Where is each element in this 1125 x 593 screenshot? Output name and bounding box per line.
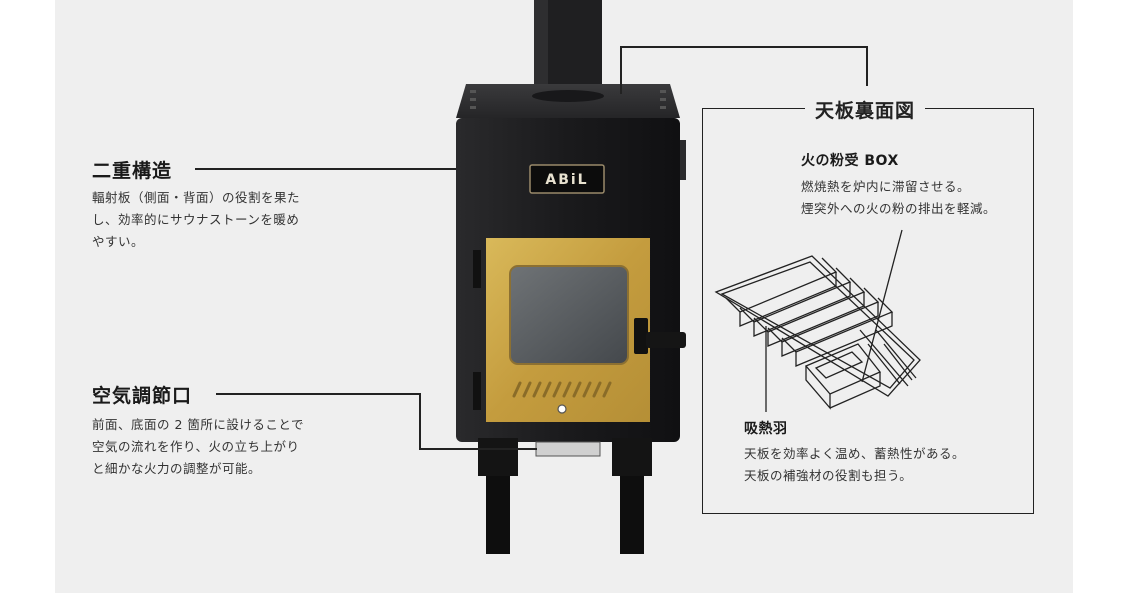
air-control-title: 空気調節口 bbox=[92, 385, 193, 407]
leader-top-view-down bbox=[866, 46, 868, 86]
top-plate-underside-drawing bbox=[714, 255, 921, 410]
air-control-text: 前面、底面の 2 箇所に設けることで 空気の流れを作り、火の立ち上がり と細かな… bbox=[92, 414, 304, 480]
door-latch bbox=[634, 318, 648, 354]
double-structure-line-2: し、効率的にサウナストーンを暖め bbox=[92, 212, 300, 227]
hinge-bottom bbox=[473, 372, 481, 410]
fire-box-line-2: 煙突外への火の粉の排出を軽減。 bbox=[801, 201, 997, 216]
heat-absorbing-fins bbox=[725, 257, 917, 387]
leader-double-structure bbox=[195, 168, 456, 170]
fins-line-1: 天板を効率よく温め、蓄熱性がある。 bbox=[744, 446, 966, 461]
top-view-title: 天板裏面図 bbox=[805, 96, 926, 123]
leader-air-control-bottom bbox=[419, 448, 537, 450]
leader-top-view-vertical bbox=[620, 46, 622, 94]
fire-box bbox=[804, 343, 882, 410]
fins-title: 吸熱羽 bbox=[744, 421, 788, 437]
double-structure-line-1: 輻射板（側面・背面）の役割を果た bbox=[92, 190, 301, 205]
leader-air-control bbox=[216, 393, 420, 395]
leg-bracket-right bbox=[612, 438, 652, 476]
fire-box-pointer bbox=[861, 229, 903, 383]
leg-bracket-left bbox=[478, 438, 518, 476]
air-vent-slots bbox=[512, 381, 612, 398]
brand-plate-text: ABiL bbox=[545, 172, 588, 188]
fins-line-2: 天板の補強材の役割も担う。 bbox=[744, 468, 913, 483]
door-window bbox=[509, 265, 629, 365]
fins-text: 天板を効率よく温め、蓄熱性がある。 天板の補強材の役割も担う。 bbox=[744, 443, 965, 487]
vent-knob bbox=[557, 404, 567, 414]
leader-top-view-horizontal bbox=[620, 46, 866, 48]
fire-box-line-1: 燃焼熱を炉内に滞留させる。 bbox=[801, 179, 971, 194]
double-structure-title: 二重構造 bbox=[92, 160, 173, 182]
leg-right bbox=[620, 476, 644, 554]
fire-box-text: 燃焼熱を炉内に滞留させる。 煙突外への火の粉の排出を軽減。 bbox=[801, 176, 996, 220]
air-control-line-2: 空気の流れを作り、火の立ち上がり bbox=[92, 439, 300, 454]
leader-air-control-drop bbox=[419, 393, 421, 449]
air-control-line-1: 前面、底面の 2 箇所に設けることで bbox=[92, 417, 305, 432]
hinge-top bbox=[473, 250, 481, 288]
fire-box-title: 火の粉受 BOX bbox=[801, 153, 899, 169]
air-control-line-3: と細かな火力の調整が可能。 bbox=[92, 461, 262, 476]
double-structure-line-3: やすい。 bbox=[92, 234, 145, 249]
leg-left bbox=[486, 476, 510, 554]
brand-plate bbox=[529, 164, 605, 194]
double-structure-text: 輻射板（側面・背面）の役割を果た し、効率的にサウナストーンを暖め やすい。 bbox=[92, 187, 300, 253]
